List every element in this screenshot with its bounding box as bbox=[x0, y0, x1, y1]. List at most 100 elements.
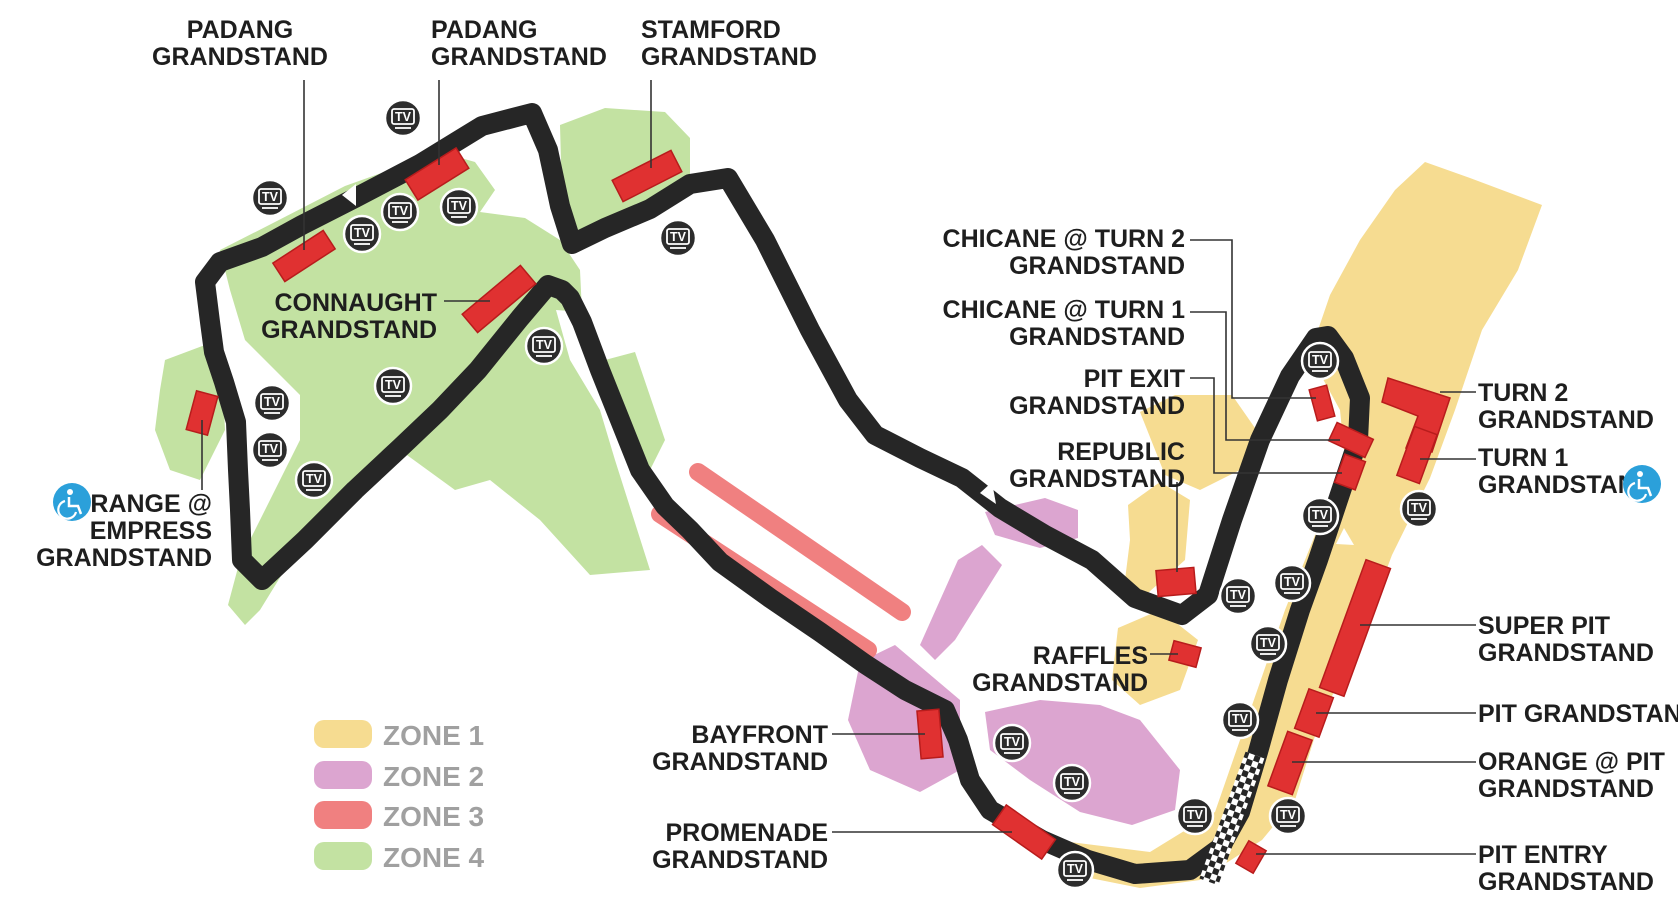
race-track bbox=[195, 103, 1370, 884]
svg-text:PIT ENTRY: PIT ENTRY bbox=[1478, 841, 1608, 869]
svg-text:GRANDSTAND: GRANDSTAND bbox=[1009, 392, 1185, 420]
tv-screen-icon: TV bbox=[1300, 341, 1340, 381]
label-padang-2: PADANG GRANDSTAND bbox=[431, 16, 607, 71]
grandstand-republic[interactable] bbox=[1155, 566, 1197, 598]
svg-text:GRANDSTAND: GRANDSTAND bbox=[1478, 775, 1654, 803]
grandstand-pit-exit[interactable] bbox=[1333, 453, 1367, 491]
tv-label: TV bbox=[1230, 588, 1247, 602]
tv-screen-icon: TV bbox=[658, 218, 698, 258]
tv-screen-icon: TV bbox=[1218, 576, 1258, 616]
label-chicane-turn1: CHICANE @ TURN 1 GRANDSTAND bbox=[943, 296, 1186, 351]
tv-label: TV bbox=[1187, 808, 1204, 822]
tv-label: TV bbox=[306, 472, 323, 486]
svg-text:ORANGE @: ORANGE @ bbox=[71, 490, 212, 518]
leader-lines bbox=[201, 80, 1476, 855]
grandstand-raffles[interactable] bbox=[1167, 639, 1203, 669]
svg-text:PIT GRANDSTAND: PIT GRANDSTAND bbox=[1478, 700, 1678, 728]
svg-text:GRANDSTAND: GRANDSTAND bbox=[1478, 406, 1654, 434]
grandstand-stamford[interactable] bbox=[611, 149, 683, 203]
direction-arrow bbox=[342, 184, 1354, 555]
label-turn1: TURN 1 GRANDSTAND bbox=[1478, 444, 1654, 499]
tv-screen-icon: TV bbox=[373, 366, 413, 406]
svg-text:GRANDSTAND: GRANDSTAND bbox=[152, 43, 328, 71]
svg-text:GRANDSTAND: GRANDSTAND bbox=[1009, 323, 1185, 351]
grandstand-promenade[interactable] bbox=[991, 803, 1057, 861]
tv-label: TV bbox=[395, 110, 412, 124]
grandstand-pit-entry[interactable] bbox=[1234, 839, 1268, 875]
svg-text:CONNAUGHT: CONNAUGHT bbox=[275, 289, 438, 317]
grandstand-orange-pit[interactable] bbox=[1266, 730, 1314, 796]
label-promenade: PROMENADE GRANDSTAND bbox=[652, 819, 828, 874]
svg-text:ZONE 1: ZONE 1 bbox=[383, 720, 484, 751]
svg-text:EMPRESS: EMPRESS bbox=[90, 517, 212, 545]
label-super-pit: SUPER PIT GRANDSTAND bbox=[1478, 612, 1654, 667]
tv-screen-icon: TV bbox=[1052, 763, 1092, 803]
label-stamford: STAMFORD GRANDSTAND bbox=[641, 16, 817, 71]
tv-screen-icon: TV bbox=[250, 178, 290, 218]
svg-text:SUPER PIT: SUPER PIT bbox=[1478, 612, 1610, 640]
label-bayfront: BAYFRONT GRANDSTAND bbox=[652, 721, 828, 776]
zone3-area bbox=[651, 463, 911, 659]
tv-label: TV bbox=[1411, 501, 1428, 515]
tv-label: TV bbox=[264, 395, 281, 409]
grandstand-bayfront[interactable] bbox=[916, 708, 944, 760]
label-raffles: RAFFLES GRANDSTAND bbox=[972, 642, 1148, 697]
svg-text:PADANG: PADANG bbox=[431, 16, 537, 44]
grandstand-connaught[interactable] bbox=[461, 264, 537, 334]
tv-label: TV bbox=[1312, 508, 1329, 522]
tv-screen-icon: TV bbox=[1175, 796, 1215, 836]
legend-zone2: ZONE 2 bbox=[314, 761, 484, 792]
label-pit: PIT GRANDSTAND bbox=[1478, 700, 1678, 728]
tv-label: TV bbox=[392, 204, 409, 218]
tv-screen-icon: TV bbox=[1248, 624, 1288, 664]
tv-screen-icon: TV bbox=[1220, 700, 1260, 740]
start-finish-line bbox=[1199, 751, 1265, 886]
label-connaught: CONNAUGHT GRANDSTAND bbox=[261, 289, 437, 344]
tv-screen-icon: TV bbox=[294, 460, 334, 500]
label-pit-exit: PIT EXIT GRANDSTAND bbox=[1009, 365, 1185, 420]
grandstand-chicane-turn1[interactable] bbox=[1327, 421, 1375, 459]
grandstand-orange-empress[interactable] bbox=[185, 389, 219, 437]
tv-screen-icon: TV bbox=[524, 326, 564, 366]
tv-label: TV bbox=[1284, 575, 1301, 589]
tv-screen-icon: TV bbox=[252, 383, 292, 423]
svg-text:GRANDSTAND: GRANDSTAND bbox=[1009, 252, 1185, 280]
legend-zone1: ZONE 1 bbox=[314, 720, 484, 751]
svg-text:TURN 1: TURN 1 bbox=[1478, 444, 1568, 472]
tv-label: TV bbox=[451, 199, 468, 213]
tv-label: TV bbox=[1260, 636, 1277, 650]
svg-text:REPUBLIC: REPUBLIC bbox=[1057, 438, 1185, 466]
svg-text:ZONE 4: ZONE 4 bbox=[383, 842, 485, 873]
tv-label: TV bbox=[1312, 353, 1329, 367]
legend-zone4: ZONE 4 bbox=[314, 842, 485, 873]
grandstand-chicane-turn2[interactable] bbox=[1308, 384, 1336, 422]
svg-text:PIT EXIT: PIT EXIT bbox=[1084, 365, 1185, 393]
grandstand-super-pit[interactable] bbox=[1318, 558, 1392, 698]
tv-label: TV bbox=[1232, 712, 1249, 726]
tv-screen-icon: TV bbox=[992, 723, 1032, 763]
tv-screen-icon: TV bbox=[1272, 563, 1312, 603]
tv-screen-icon: TV bbox=[250, 430, 290, 470]
svg-text:STAMFORD: STAMFORD bbox=[641, 16, 781, 44]
svg-text:GRANDSTAND: GRANDSTAND bbox=[972, 669, 1148, 697]
grandstand-pit[interactable] bbox=[1293, 687, 1335, 739]
label-orange-empress: ORANGE @ EMPRESS GRANDSTAND bbox=[36, 490, 212, 572]
svg-text:PADANG: PADANG bbox=[187, 16, 293, 44]
grandstand-padang-2[interactable] bbox=[404, 146, 470, 202]
svg-text:TURN 2: TURN 2 bbox=[1478, 379, 1568, 407]
tv-label: TV bbox=[262, 190, 279, 204]
grandstand-padang-1[interactable] bbox=[271, 229, 337, 283]
svg-text:RAFFLES: RAFFLES bbox=[1033, 642, 1148, 670]
svg-text:PROMENADE: PROMENADE bbox=[665, 819, 828, 847]
tv-screen-icon: TV bbox=[1055, 850, 1095, 890]
svg-text:GRANDSTAND: GRANDSTAND bbox=[1478, 639, 1654, 667]
tv-label: TV bbox=[385, 378, 402, 392]
svg-text:GRANDSTAND: GRANDSTAND bbox=[1478, 868, 1654, 896]
svg-text:CHICANE @ TURN 1: CHICANE @ TURN 1 bbox=[943, 296, 1186, 324]
svg-text:GRANDSTAND: GRANDSTAND bbox=[36, 544, 212, 572]
grandstands bbox=[185, 146, 1451, 875]
svg-text:BAYFRONT: BAYFRONT bbox=[691, 721, 828, 749]
tv-label: TV bbox=[1064, 775, 1081, 789]
label-orange-pit: ORANGE @ PIT GRANDSTAND bbox=[1478, 748, 1665, 803]
